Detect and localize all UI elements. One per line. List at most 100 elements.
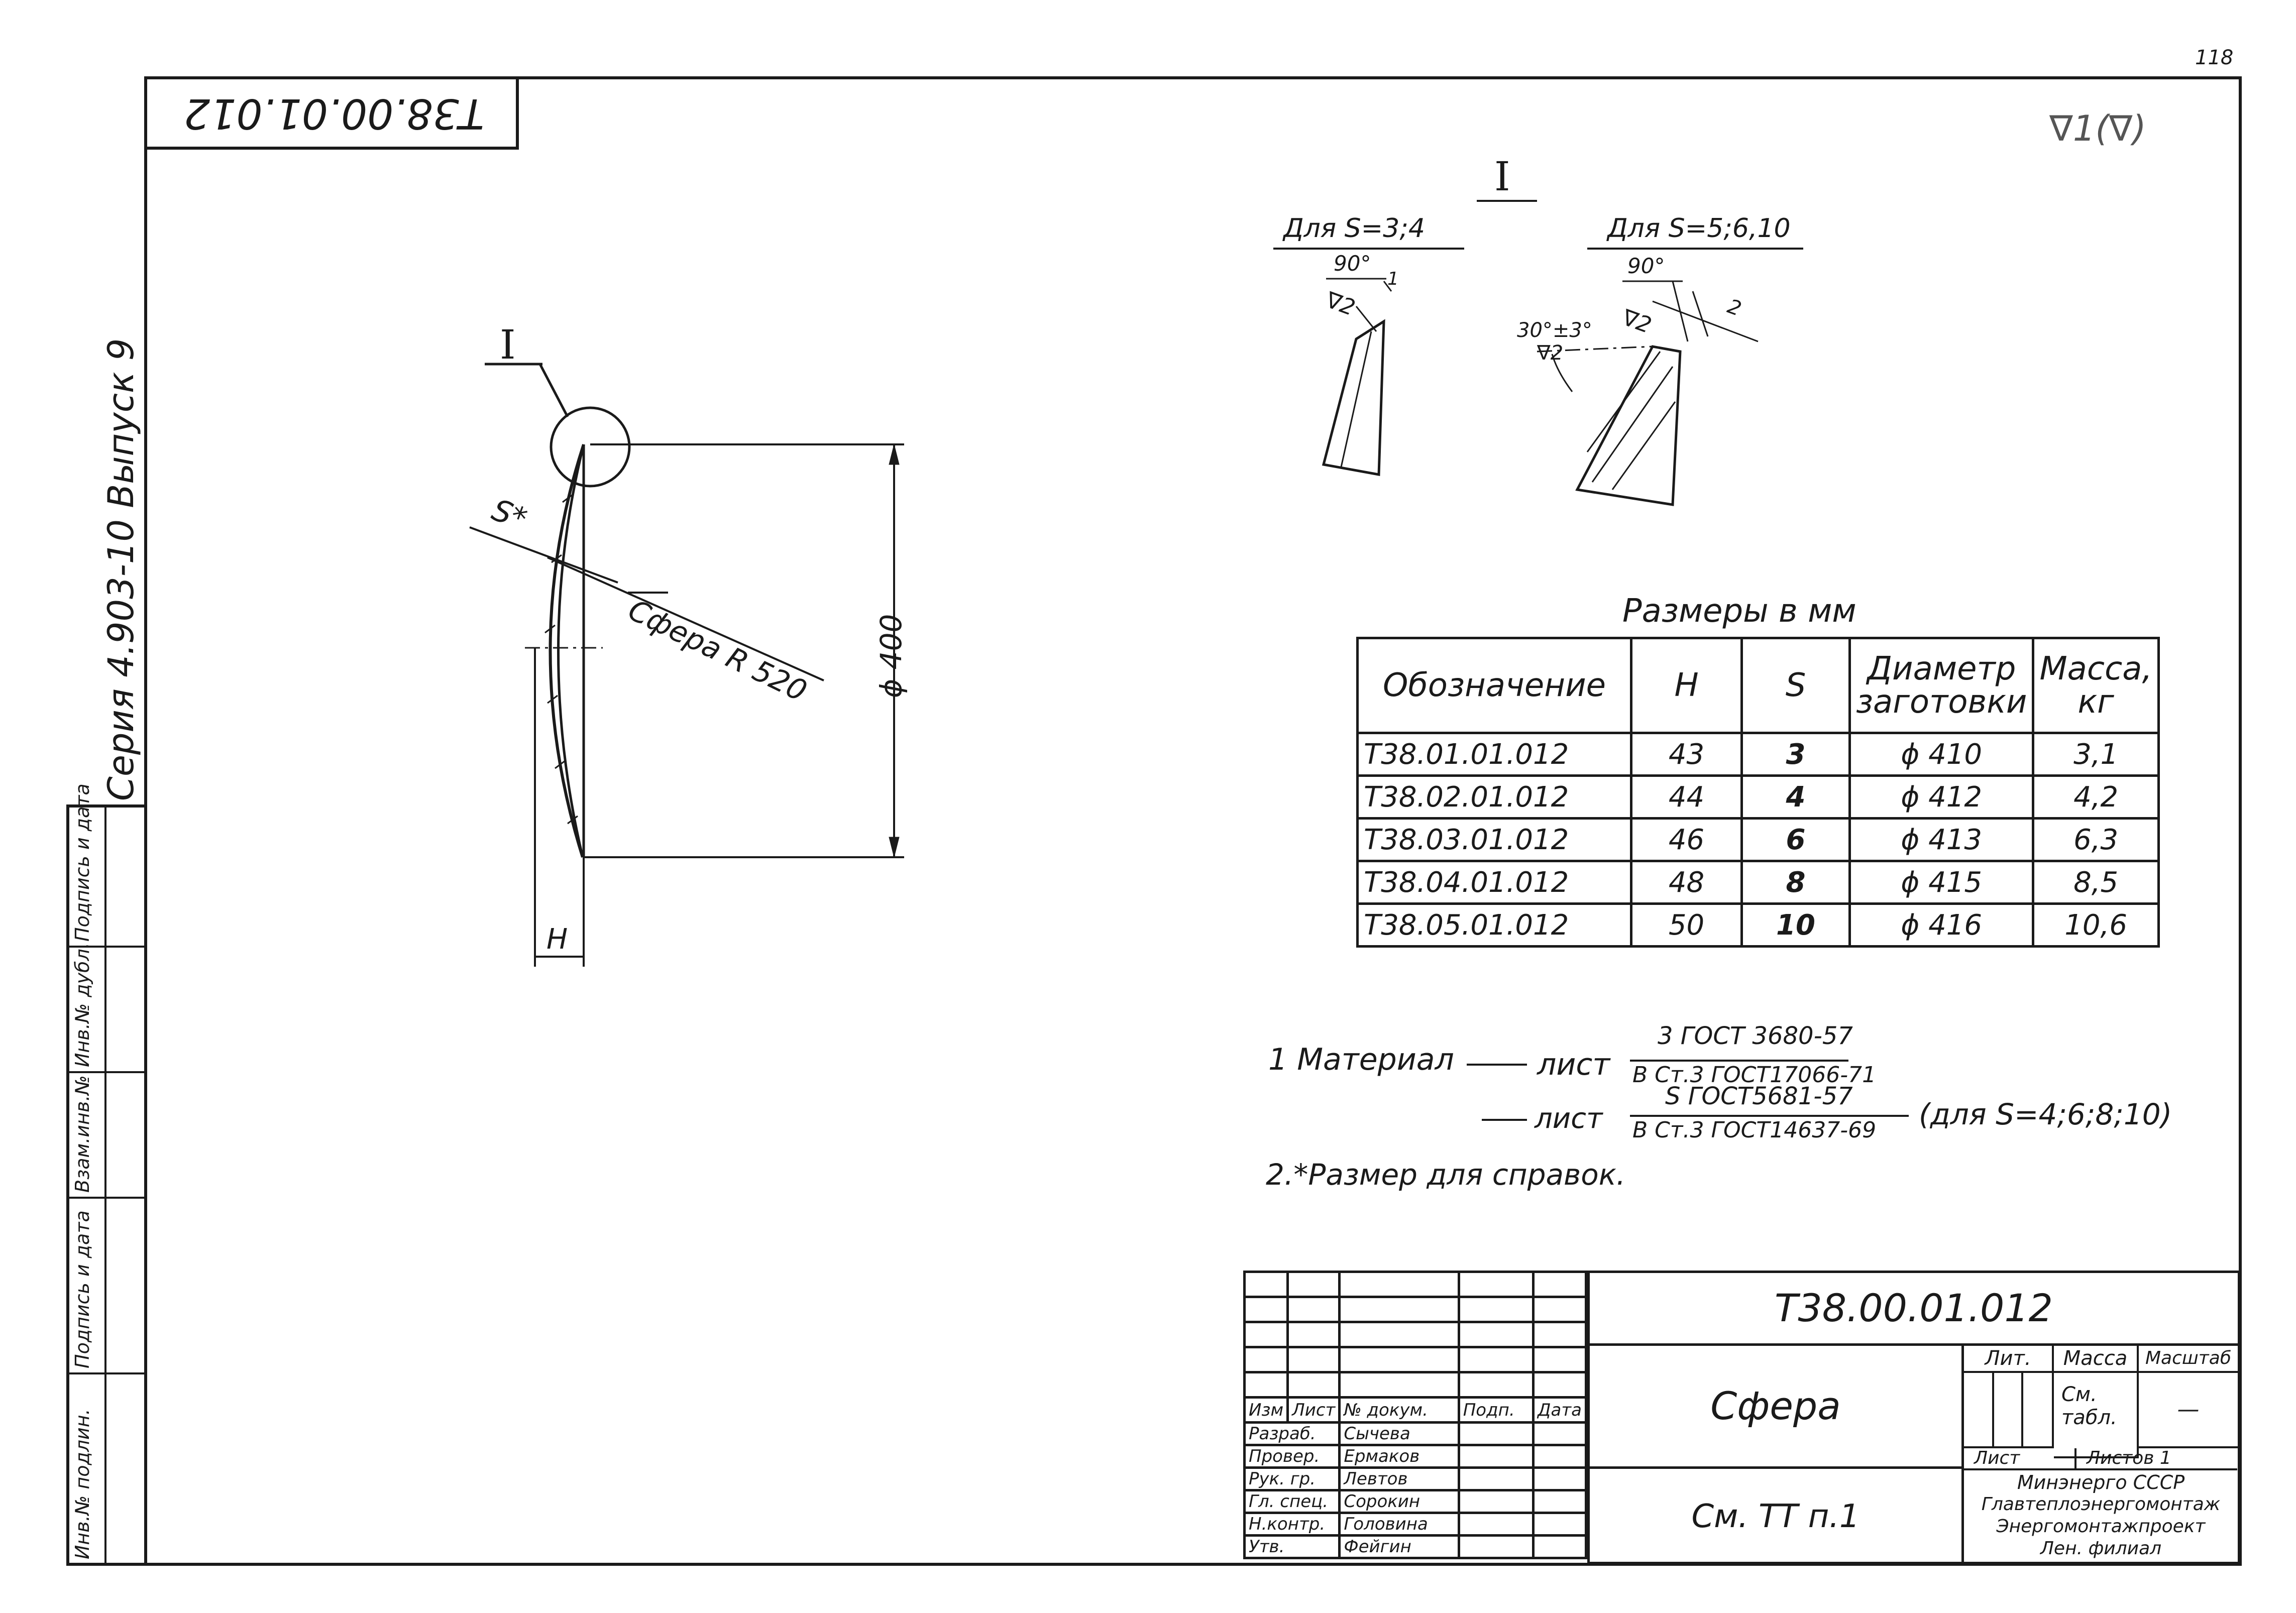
detail-title: I [1494,153,1510,200]
table-header-row: Обозначение H S Диаметр заготовки Масса,… [1356,637,2160,734]
header-blank-diameter: Диаметр заготовки [1848,637,2035,734]
cell-h: 48 [1630,860,1743,905]
note2-frac-top: S ГОСТ5681-57 [1665,1082,1853,1110]
cell-designation: Т38.03.01.012 [1356,817,1632,862]
side-stamp-replace: Взам.инв.№ [71,1075,93,1193]
rotated-designation: Т38.00.01.012 [184,89,484,137]
note1-sheet: лист [1537,1047,1610,1082]
left-num-mark [1383,281,1392,292]
cell-h: 50 [1630,902,1743,948]
left-angle: 90° [1334,251,1371,276]
note2: 2.*Размер для справок. [1266,1158,1626,1192]
signature-row: Гл. спец.Сорокин [1243,1489,1588,1514]
tb-lit-cells [1964,1373,2054,1448]
signature-row: Провер.Ермаков [1243,1444,1588,1469]
sphere-inner-arc [557,444,585,858]
side-stamp-sign-date-2: Подпись и дата [71,783,93,942]
signature-row: Н.контр.Головина [1243,1512,1588,1537]
diameter-arrow-top [889,444,900,465]
cell-s: 4 [1740,774,1851,820]
tb-org-line-2: Главтеплоэнергомонтаж [1981,1494,2221,1515]
role-date [1532,1444,1588,1469]
tb-org-line-1: Минэнерго СССР [2017,1471,2185,1493]
diameter-arrow-bottom [889,837,900,858]
header-h: H [1630,637,1743,734]
right-angle: 90° [1627,254,1665,278]
sphere-hatch-1 [562,494,573,503]
role-person: Головина [1338,1512,1460,1537]
cell-designation: Т38.01.01.012 [1356,732,1632,777]
sphere-hatch-5 [555,760,566,769]
detail-circle [550,406,631,488]
role-label: Провер. [1243,1444,1341,1469]
left-caption: Для S=3;4 [1283,213,1425,244]
table-caption: Размеры в мм [1622,593,1856,630]
sphere-hatch-6 [567,815,578,825]
cell-mass: 10,6 [2032,902,2160,948]
role-date [1532,1534,1588,1559]
signature-row: Утв.Фейгин [1243,1534,1588,1559]
sphere-hatch-4 [547,695,558,704]
cell-blank-diameter: ϕ 416 [1848,902,2035,948]
cell-s: 10 [1740,902,1851,948]
col-date: Дата [1532,1396,1588,1424]
left-detail-inner [1340,331,1372,468]
cell-blank-diameter: ϕ 415 [1848,860,2035,905]
role-date [1532,1512,1588,1537]
signature-header-row: Изм Лист № докум. Подп. Дата [1243,1396,1588,1424]
tb-lit: Лит. [1964,1346,2054,1373]
cell-s: 6 [1740,817,1851,862]
right-hatch-1 [1591,366,1674,483]
header-s: S [1740,637,1851,734]
cell-blank-diameter: ϕ 410 [1848,732,2035,777]
tb-org-line-4: Лен. филиал [2040,1538,2162,1559]
col-signature: Подп. [1457,1396,1535,1424]
right-dim-ext-2 [1692,291,1709,337]
cell-mass: 4,2 [2032,774,2160,820]
cell-blank-diameter: ϕ 413 [1848,817,2035,862]
diameter-label: ϕ 400 [874,614,908,698]
tb-mass-value: См. табл. [2054,1373,2139,1458]
role-label: Н.контр. [1243,1512,1341,1537]
tb-org-line-3: Энергомонтажпроект [1996,1516,2206,1537]
cell-h: 43 [1630,732,1743,777]
signature-row: Рук. гр.Левтов [1243,1466,1588,1491]
right-bevel-line [1537,345,1653,353]
cell-designation: Т38.02.01.012 [1356,774,1632,820]
left-detail-section [1322,319,1385,476]
role-label: Разраб. [1243,1421,1341,1446]
left-num: 1 [1387,269,1399,289]
note2-suffix: (для S=4;6;8;10) [1919,1097,2172,1131]
note1-label: 1 Материал [1268,1042,1454,1077]
col-doc-number: № докум. [1338,1396,1460,1424]
role-signature [1457,1421,1535,1446]
tb-material: См. ТТ п.1 [1590,1469,1964,1564]
role-signature [1457,1444,1535,1469]
role-person: Сычева [1338,1421,1460,1446]
rotated-designation-box [144,76,519,150]
cell-designation: Т38.05.01.012 [1356,902,1632,948]
role-label: Рук. гр. [1243,1466,1341,1491]
cell-s: 3 [1740,732,1851,777]
role-person: Ермаков [1338,1444,1460,1469]
cell-mass: 6,3 [2032,817,2160,862]
side-stamp-orig: Инв.№ подлин. [71,1409,93,1559]
sphere-hatch-3 [544,624,556,634]
role-signature [1457,1534,1535,1559]
tb-scale: Масштаб [2139,1346,2238,1373]
note2-sheet: лист [1535,1102,1603,1135]
cell-s: 8 [1740,860,1851,905]
tb-mass: Масса [2054,1346,2139,1373]
left-detail-leader [1355,306,1377,332]
role-date [1532,1489,1588,1514]
role-signature [1457,1512,1535,1537]
signature-row: Разраб.Сычева [1243,1421,1588,1446]
tb-organization: Минэнерго СССР Главтеплоэнергомонтаж Эне… [1964,1471,2238,1560]
s-leader [469,526,618,584]
sphere-leader [547,556,824,681]
detail-label: I [500,321,516,368]
right-caption: Для S=5;6,10 [1607,213,1791,244]
